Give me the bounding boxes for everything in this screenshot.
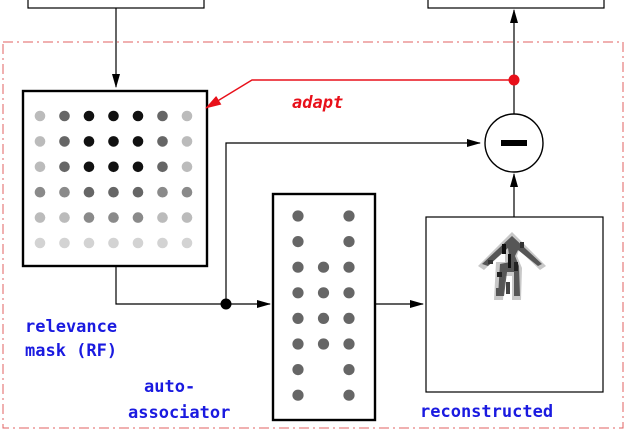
adapt-label: adapt <box>292 93 343 113</box>
autoassociator-unit-dot <box>317 261 330 273</box>
autoassociator-unit-dot <box>292 338 304 350</box>
autoassociator-unit-dot <box>343 261 355 273</box>
mask-unit-dot <box>59 237 70 249</box>
top-left-box <box>27 0 205 9</box>
mask-unit-dot <box>157 161 168 173</box>
mask-unit-dot <box>132 161 144 173</box>
mask-unit-dot <box>181 161 193 173</box>
mask-unit-dot <box>34 110 46 122</box>
relevance-mask-grid <box>34 110 193 249</box>
autoassociator-unit-dot <box>292 210 304 222</box>
autoassociator-unit-dot <box>343 312 355 324</box>
mask-unit-dot <box>108 110 119 122</box>
mask-unit-dot <box>132 136 144 147</box>
mask-unit-dot <box>132 212 144 223</box>
mask-unit-dot <box>34 212 46 223</box>
mask-unit-dot <box>59 161 70 173</box>
module-frame <box>2 41 624 429</box>
mask-unit-dot <box>59 186 70 198</box>
mask-unit-dot <box>108 212 119 223</box>
adapt-feedback-line <box>205 79 514 109</box>
mask-unit-dot <box>59 136 70 147</box>
mask-unit-dot <box>83 186 95 198</box>
mask-unit-dot <box>132 186 144 198</box>
autoassociator-grid <box>292 210 355 401</box>
relevance-mask-label-line2: mask (RF) <box>25 341 117 361</box>
autoassociator-unit-dot <box>343 210 355 222</box>
mask-unit-dot <box>181 186 193 198</box>
mask-unit-dot <box>34 237 46 249</box>
reconstructed-image <box>478 232 546 300</box>
mask-unit-dot <box>59 110 70 122</box>
autoassociator-unit-dot <box>317 287 330 299</box>
adapt-tap-dot <box>508 74 520 86</box>
reconstructed-label: reconstructed <box>420 402 553 422</box>
autoassociator-unit-dot <box>317 338 330 350</box>
autoassociator-unit-dot <box>292 261 304 273</box>
autoassociator-unit-dot <box>343 287 355 299</box>
mask-unit-dot <box>108 186 119 198</box>
mask-unit-dot <box>83 110 95 122</box>
autoassociator-unit-dot <box>292 364 304 376</box>
autoassociator-unit-dot <box>343 389 355 401</box>
mask-unit-dot <box>108 136 119 147</box>
branch-to-subtractor-line <box>225 139 481 304</box>
mask-unit-dot <box>132 237 144 249</box>
autoassociator-unit-dot <box>343 236 355 248</box>
mask-unit-dot <box>83 161 95 173</box>
mask-unit-dot <box>132 110 144 122</box>
autoassociator-unit-dot <box>343 364 355 376</box>
mask-unit-dot <box>181 212 193 223</box>
mask-unit-dot <box>59 212 70 223</box>
mask-output-line <box>115 266 226 305</box>
mask-unit-dot <box>157 110 168 122</box>
mask-unit-dot <box>108 237 119 249</box>
mask-unit-dot <box>83 136 95 147</box>
relevance-mask-box <box>21 89 209 268</box>
top-right-box <box>427 0 605 9</box>
relevance-mask-label-line1: relevance <box>25 317 117 337</box>
mask-unit-dot <box>181 110 193 122</box>
autoassociator-label-line1: auto- <box>144 377 195 397</box>
autoassociator-box <box>271 192 377 422</box>
autoassociator-unit-dot <box>292 236 304 248</box>
mask-unit-dot <box>157 186 168 198</box>
autoassociator-unit-dot <box>292 287 304 299</box>
mask-unit-dot <box>108 161 119 173</box>
mask-unit-dot <box>34 136 46 147</box>
minus-sign <box>501 140 527 146</box>
mask-unit-dot <box>157 212 168 223</box>
autoassociator-unit-dot <box>292 389 304 401</box>
autoassociator-unit-dot <box>292 312 304 324</box>
mask-unit-dot <box>157 136 168 147</box>
autoassociator-label-line2: associator <box>128 403 230 423</box>
mask-unit-dot <box>181 136 193 147</box>
mask-unit-dot <box>83 237 95 249</box>
autoassociator-unit-dot <box>317 312 330 324</box>
mask-unit-dot <box>181 237 193 249</box>
mask-unit-dot <box>157 237 168 249</box>
mask-unit-dot <box>83 212 95 223</box>
autoassociator-unit-dot <box>343 338 355 350</box>
mask-unit-dot <box>34 186 46 198</box>
mask-unit-dot <box>34 161 46 173</box>
